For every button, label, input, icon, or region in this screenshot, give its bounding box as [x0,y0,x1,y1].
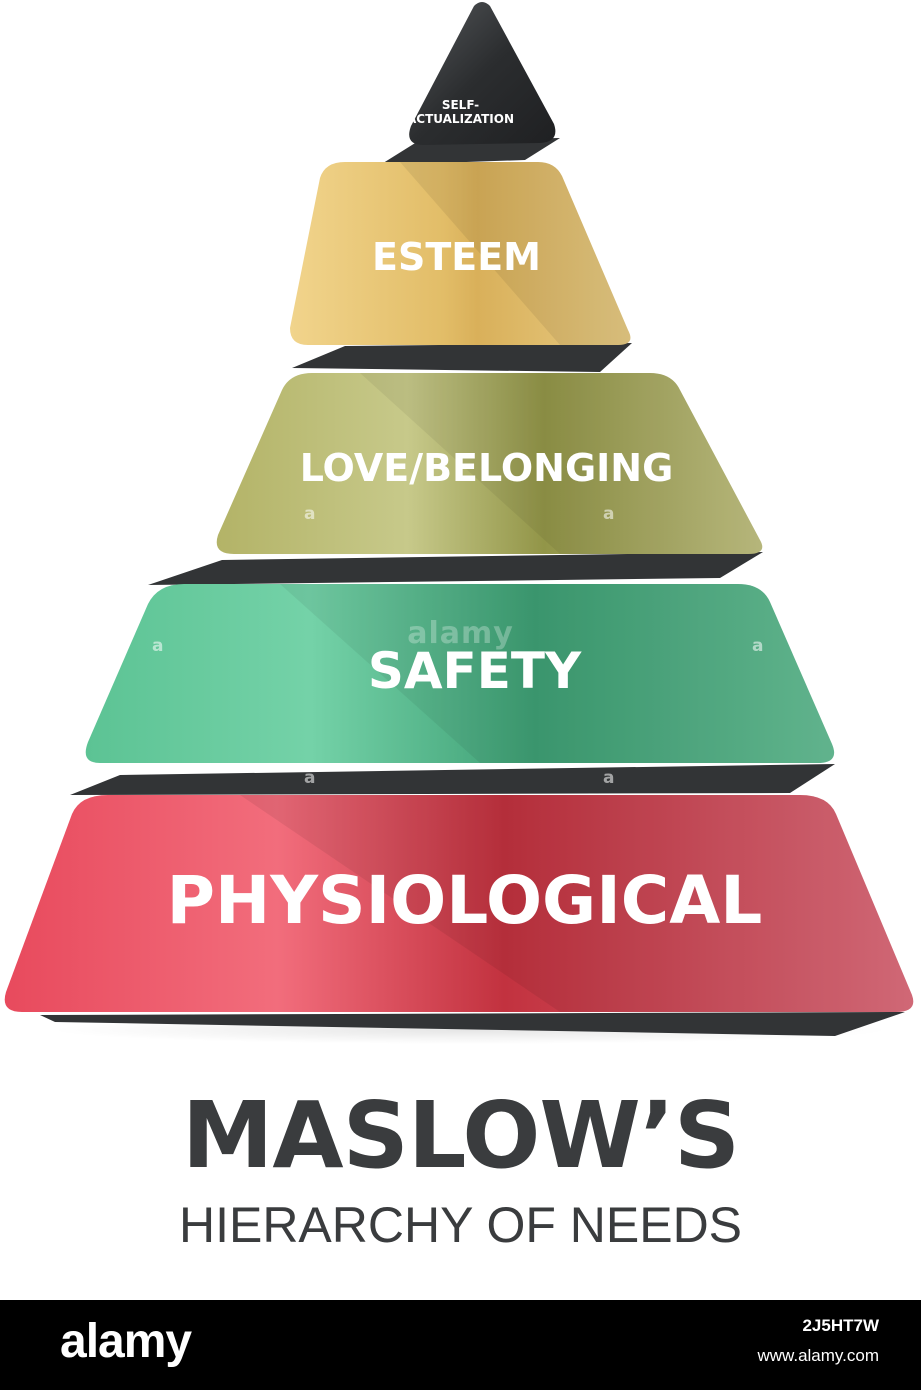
tier-safety-shade [280,584,835,763]
tier-love-shade [360,373,763,554]
alamy-logo: alamy [60,1315,192,1368]
watermark-mark: a [752,636,764,656]
shadow-band-esteem-love [292,343,632,372]
site-url[interactable]: www.alamy.com [757,1346,879,1365]
stock-footer-bar: alamy 2J5HT7W www.alamy.com [0,1300,921,1390]
shadow-band-safety-physio [70,764,835,795]
tier-physiological [4,795,914,1012]
image-id: 2J5HT7W [802,1316,879,1335]
tier-love-belonging [216,373,763,554]
tier-self-actualization [409,2,556,145]
label-safety: SAFETY [367,642,582,700]
pyramid-graphic [4,2,914,1044]
title-block: MASLOW’S HIERARCHY OF NEEDS [0,1082,921,1253]
tier-esteem [290,162,631,345]
label-self-actualization: SELF- ACTUALIZATION [0,98,921,126]
sub-title: HIERARCHY OF NEEDS [178,1197,743,1253]
label-love-belonging: LOVE/BELONGING [299,446,674,490]
tier-safety [85,584,835,763]
label-esteem: ESTEEM [372,235,541,279]
watermark-center-text: alamy [407,616,514,651]
label-self-line-2: ACTUALIZATION [406,112,514,126]
watermark-mark: a [304,768,316,788]
tier-esteem-shade [400,162,631,345]
shadow-band-love-safety [148,552,763,585]
label-self-line-1: SELF- [441,98,480,112]
pyramid-diagram: SELF- ACTUALIZATION ESTEEM LOVE/BELONGIN… [0,2,921,1044]
watermark-mark: a [603,768,615,788]
shadow-band-physio-base [40,1012,905,1036]
tier-physio-shade [240,795,914,1012]
main-title: MASLOW’S [181,1082,740,1189]
watermark-mark: a [304,504,316,524]
label-physiological: PHYSIOLOGICAL [166,862,763,939]
watermark-mark: a [603,504,615,524]
watermark-mark: a [152,636,164,656]
